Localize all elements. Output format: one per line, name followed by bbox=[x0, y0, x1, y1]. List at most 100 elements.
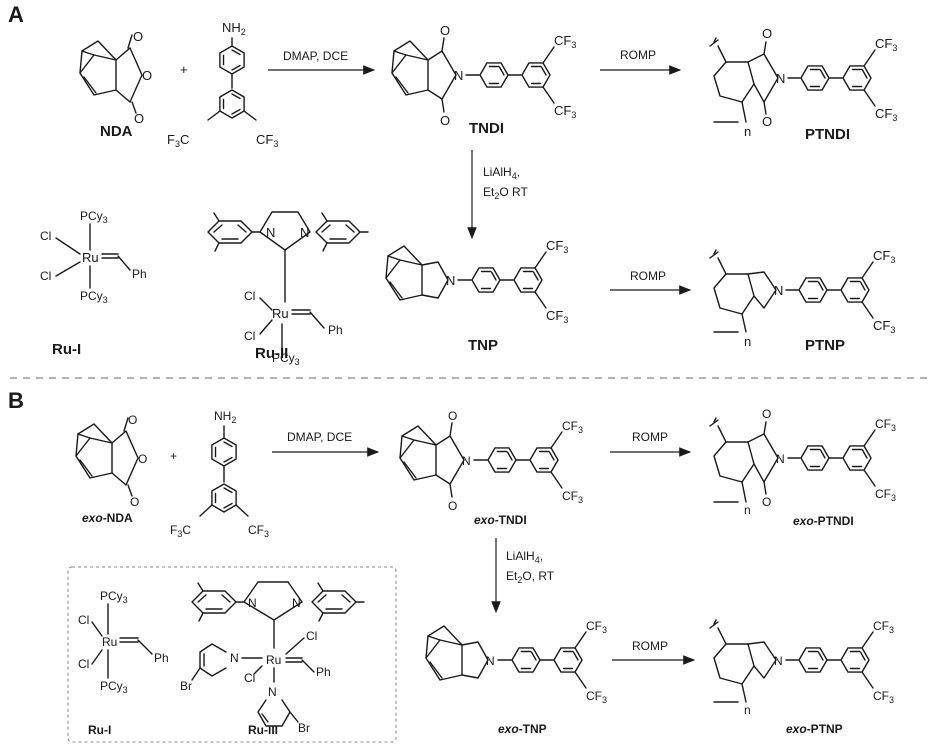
svg-text:Ru: Ru bbox=[82, 250, 99, 265]
svg-text:ROMP: ROMP bbox=[632, 639, 668, 653]
svg-text:Cl: Cl bbox=[244, 289, 255, 303]
label-exo-tnp: exo-TNP bbox=[498, 722, 547, 736]
label-tnp: TNP bbox=[468, 337, 498, 354]
svg-text:Cl: Cl bbox=[306, 629, 317, 643]
svg-text:CF3: CF3 bbox=[554, 33, 576, 50]
svg-text:n: n bbox=[744, 124, 751, 139]
label-ptnp: PTNP bbox=[805, 337, 845, 354]
svg-text:CF3: CF3 bbox=[248, 523, 269, 539]
svg-text:CF3: CF3 bbox=[873, 248, 895, 265]
panel-label-a: A bbox=[8, 2, 24, 27]
amine-reagent-b: NH2 F3C CF3 bbox=[170, 409, 269, 539]
svg-text:LiAlH4,: LiAlH4, bbox=[483, 165, 520, 181]
label-ru2: Ru-II bbox=[255, 345, 288, 362]
svg-text:CF3: CF3 bbox=[873, 619, 894, 635]
svg-text:Cl: Cl bbox=[78, 657, 89, 671]
svg-text:Cl: Cl bbox=[244, 329, 255, 343]
svg-text:CF3: CF3 bbox=[546, 238, 568, 255]
svg-text:O: O bbox=[440, 23, 450, 38]
svg-text:O: O bbox=[448, 409, 457, 423]
label-nda: NDA bbox=[100, 123, 133, 140]
svg-text:F3C: F3C bbox=[167, 132, 189, 149]
svg-text:Cl: Cl bbox=[244, 671, 255, 685]
exo-tndi-structure: O O N CF3 CF3 bbox=[399, 409, 583, 513]
svg-text:N: N bbox=[774, 654, 783, 668]
label-ru3: Ru-III bbox=[248, 723, 278, 737]
label-exo-tndi: exo-TNDI bbox=[474, 513, 527, 527]
arrow-romp-a2: ROMP bbox=[610, 269, 692, 295]
svg-text:N: N bbox=[486, 654, 495, 668]
catalyst-box bbox=[67, 566, 397, 743]
arrow-lialh4-b: LiAlH4, Et2O, RT bbox=[491, 538, 555, 614]
svg-text:N: N bbox=[292, 596, 301, 610]
svg-text:Ru: Ru bbox=[272, 306, 289, 321]
svg-text:CF3: CF3 bbox=[562, 489, 583, 505]
arrow-dmap-dce-a: DMAP, DCE bbox=[268, 49, 376, 75]
svg-text:O: O bbox=[440, 113, 450, 128]
svg-text:N: N bbox=[774, 283, 783, 298]
svg-text:Et2O, RT: Et2O, RT bbox=[506, 569, 555, 585]
svg-text:PCy3: PCy3 bbox=[100, 679, 128, 695]
label-ru1-a: Ru-I bbox=[52, 341, 81, 358]
nda-structure: O O O bbox=[79, 29, 152, 126]
svg-text:N: N bbox=[462, 454, 471, 468]
svg-text:N: N bbox=[454, 68, 463, 83]
svg-text:O: O bbox=[762, 407, 771, 421]
svg-text:N: N bbox=[776, 452, 785, 466]
svg-text:Br: Br bbox=[298, 721, 310, 735]
svg-text:Cl: Cl bbox=[40, 229, 51, 243]
svg-text:Cl: Cl bbox=[78, 613, 89, 627]
svg-text:CF3: CF3 bbox=[586, 619, 607, 635]
svg-text:CF3: CF3 bbox=[256, 132, 278, 149]
svg-text:PCy3: PCy3 bbox=[272, 351, 300, 367]
svg-text:O: O bbox=[130, 495, 139, 509]
exo-nda-structure: O O O bbox=[75, 413, 147, 509]
atom-o: O bbox=[142, 68, 152, 83]
tndi-structure: O O N CF3 CF3 bbox=[391, 23, 576, 128]
svg-text:Cl: Cl bbox=[40, 269, 51, 283]
svg-text:O: O bbox=[762, 114, 772, 129]
condition-dmap-dce: DMAP, DCE bbox=[283, 49, 348, 63]
svg-text:F3C: F3C bbox=[170, 523, 191, 539]
svg-text:CF3: CF3 bbox=[875, 36, 897, 53]
atom-o: O bbox=[133, 29, 143, 44]
label-ptndi: PTNDI bbox=[805, 126, 850, 143]
label-exo-ptnp: exo-PTNP bbox=[786, 722, 843, 736]
svg-text:CF3: CF3 bbox=[875, 487, 896, 503]
svg-text:Ph: Ph bbox=[132, 267, 147, 281]
svg-text:N: N bbox=[776, 71, 785, 86]
svg-text:Ph: Ph bbox=[328, 323, 343, 337]
svg-text:ROMP: ROMP bbox=[632, 430, 668, 444]
svg-text:CF3: CF3 bbox=[873, 689, 894, 705]
svg-text:Ph: Ph bbox=[154, 651, 169, 665]
arrow-romp-b1: ROMP bbox=[610, 430, 692, 457]
svg-text:N: N bbox=[300, 225, 309, 240]
svg-text:LiAlH4,: LiAlH4, bbox=[506, 549, 543, 565]
svg-text:n: n bbox=[744, 334, 751, 349]
svg-text:O: O bbox=[138, 452, 147, 466]
svg-text:CF3: CF3 bbox=[873, 318, 895, 335]
svg-text:DMAP, DCE: DMAP, DCE bbox=[287, 430, 352, 444]
plus-sign: + bbox=[180, 62, 188, 77]
label-ru1-b: Ru-I bbox=[88, 723, 111, 737]
ptnp-structure: n N CF3 CF3 bbox=[709, 248, 895, 349]
svg-text:Ph: Ph bbox=[316, 665, 331, 679]
svg-text:N: N bbox=[266, 225, 275, 240]
svg-text:O: O bbox=[762, 495, 771, 509]
svg-text:Ru: Ru bbox=[102, 635, 117, 649]
ru1-catalyst-a: PCy3 Cl Ru Cl PCy3 Ph bbox=[40, 209, 147, 305]
svg-text:O: O bbox=[762, 26, 772, 41]
svg-text:CF3: CF3 bbox=[546, 308, 568, 325]
arrow-romp-b2: ROMP bbox=[612, 639, 696, 665]
svg-text:n: n bbox=[744, 503, 751, 517]
panel-label-b: B bbox=[8, 388, 24, 413]
ru2-catalyst: N N Ru Cl Cl PCy3 Ph bbox=[207, 211, 369, 367]
svg-text:N: N bbox=[230, 651, 239, 665]
svg-text:NH2: NH2 bbox=[214, 409, 236, 425]
svg-text:O: O bbox=[128, 413, 137, 427]
ru1-catalyst-b: PCy3 Cl Ru Cl PCy3 Ph bbox=[78, 589, 169, 695]
label-exo-nda: exo-NDA bbox=[82, 511, 133, 525]
svg-text:Ru: Ru bbox=[266, 653, 281, 667]
svg-text:CF3: CF3 bbox=[586, 689, 607, 705]
